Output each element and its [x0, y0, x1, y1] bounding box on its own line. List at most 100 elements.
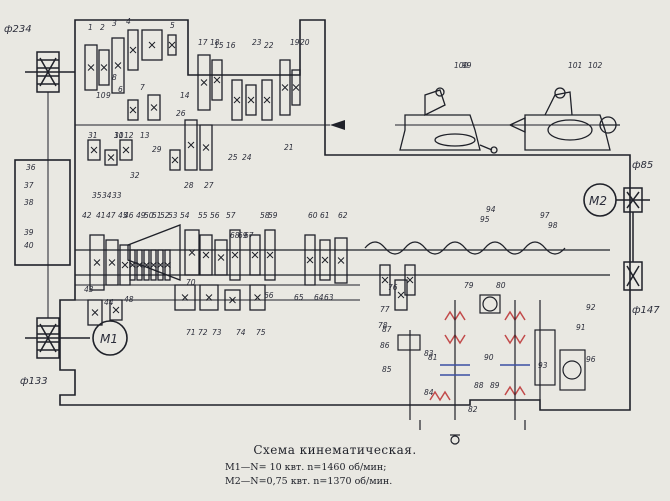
- part-number-label: 5: [170, 21, 175, 30]
- part-number-label: 43: [84, 285, 94, 294]
- gear-center-mark: [181, 294, 189, 301]
- part-number-label: 29: [152, 145, 162, 154]
- part-number-label: 44: [104, 298, 114, 307]
- part-number-label: 23: [252, 38, 262, 47]
- gear-center-mark: [200, 79, 208, 86]
- gear-block: [319, 239, 331, 281]
- gear-cone: [127, 224, 181, 281]
- spindle-center: [330, 120, 345, 130]
- motor-m1: M1: [92, 320, 128, 356]
- gear-block: [394, 279, 408, 311]
- part-number-label: 61: [320, 211, 330, 220]
- part-number-label: 7: [140, 83, 145, 92]
- gear-block: [231, 79, 243, 121]
- part-number-label: 28: [184, 181, 194, 190]
- label-pulley-234: ф234: [4, 24, 32, 35]
- part-number-label: 38: [24, 198, 34, 207]
- gear-center-mark: [150, 261, 157, 269]
- part-number-label: 75: [256, 328, 266, 337]
- tool-post: [399, 87, 498, 154]
- part-number-label: 31: [88, 131, 98, 140]
- part-number-label: 3: [112, 19, 117, 28]
- part-number-label: 34: [102, 191, 112, 200]
- part-number-label: 32: [130, 171, 140, 180]
- part-number-label: 58: [260, 211, 270, 220]
- gear-center-mark: [168, 41, 176, 49]
- part-number-label: 97: [540, 211, 550, 220]
- gear-center-mark: [202, 144, 210, 151]
- gear-center-mark: [321, 256, 329, 264]
- gear-center-mark: [406, 276, 414, 284]
- gear-block: [229, 229, 241, 281]
- gear-center-mark: [337, 257, 345, 264]
- gear-center-mark: [229, 296, 236, 304]
- part-number-label: 41: [96, 211, 106, 220]
- gear-block: [264, 229, 276, 281]
- part-number-label: 60: [308, 211, 318, 220]
- gear-center-mark: [157, 261, 164, 269]
- gear-block: [164, 249, 171, 281]
- gear-center-mark: [108, 259, 116, 266]
- part-number-label: 17: [198, 38, 208, 47]
- gear-block: [224, 289, 241, 311]
- gear-block: [167, 34, 177, 56]
- part-number-label: 89: [490, 381, 500, 390]
- part-number-label: 14: [180, 91, 190, 100]
- part-number-label: 64: [314, 293, 324, 302]
- gear-block: [249, 284, 266, 311]
- tailstock: [508, 87, 620, 151]
- gear-block: [199, 234, 213, 276]
- gear-block: [109, 299, 123, 321]
- part-number-label: 25: [228, 153, 238, 162]
- gear-block: [184, 119, 198, 171]
- part-number-label: 11: [114, 131, 124, 140]
- part-number-label: 33: [112, 191, 122, 200]
- part-number-label: 26: [176, 109, 186, 118]
- part-number-label: 72: [198, 328, 208, 337]
- part-number-label: 77: [380, 305, 390, 314]
- gear-block: [214, 239, 228, 276]
- gear-block: [249, 234, 261, 276]
- part-number-label: 50: [144, 211, 154, 220]
- gear-center-mark: [306, 256, 314, 264]
- gear-center-mark: [381, 276, 389, 284]
- part-number-label: 90: [484, 353, 494, 362]
- gear-center-mark: [107, 154, 115, 161]
- part-number-label: 101: [568, 61, 582, 70]
- gear-center-mark: [205, 294, 213, 301]
- part-number-label: 42: [82, 211, 92, 220]
- part-number-label: 19: [290, 38, 300, 47]
- caption-motor2: M2—N=0,75 квт. n=1370 об/мин.: [225, 476, 393, 487]
- motor-pulley-133: [25, 317, 90, 359]
- part-number-label: 92: [586, 303, 596, 312]
- gear-block: [304, 234, 316, 286]
- gear-center-mark: [281, 84, 289, 91]
- gear-block: [111, 37, 125, 94]
- part-number-label: 63: [324, 293, 334, 302]
- part-number-label: 78: [378, 321, 388, 330]
- gear-block: [184, 229, 200, 276]
- gear-block: [98, 49, 110, 86]
- gear-center-mark: [202, 251, 210, 259]
- part-number-label: 37: [24, 181, 34, 190]
- gear-block: [197, 54, 211, 111]
- caption-motor1: M1—N= 10 квт. n=1460 об/мин;: [225, 462, 387, 473]
- gear-center-mark: [121, 261, 129, 269]
- part-number-label: 20: [300, 38, 310, 47]
- gear-center-mark: [129, 106, 137, 114]
- part-number-label: 57: [226, 211, 236, 220]
- gear-block: [199, 284, 219, 311]
- gear-center-mark: [112, 306, 120, 314]
- part-number-label: 15: [214, 41, 224, 50]
- gear-center-mark: [114, 62, 122, 69]
- part-number-label: 76: [388, 283, 398, 292]
- gear-block: [141, 29, 163, 61]
- part-number-label: 21: [284, 143, 294, 152]
- gear-block: [174, 284, 196, 311]
- part-number-label: 49: [136, 211, 146, 220]
- gear-center-mark: [231, 251, 239, 259]
- gear-center-mark: [251, 251, 259, 259]
- part-number-label: 9: [106, 91, 111, 100]
- part-number-label: 91: [576, 323, 586, 332]
